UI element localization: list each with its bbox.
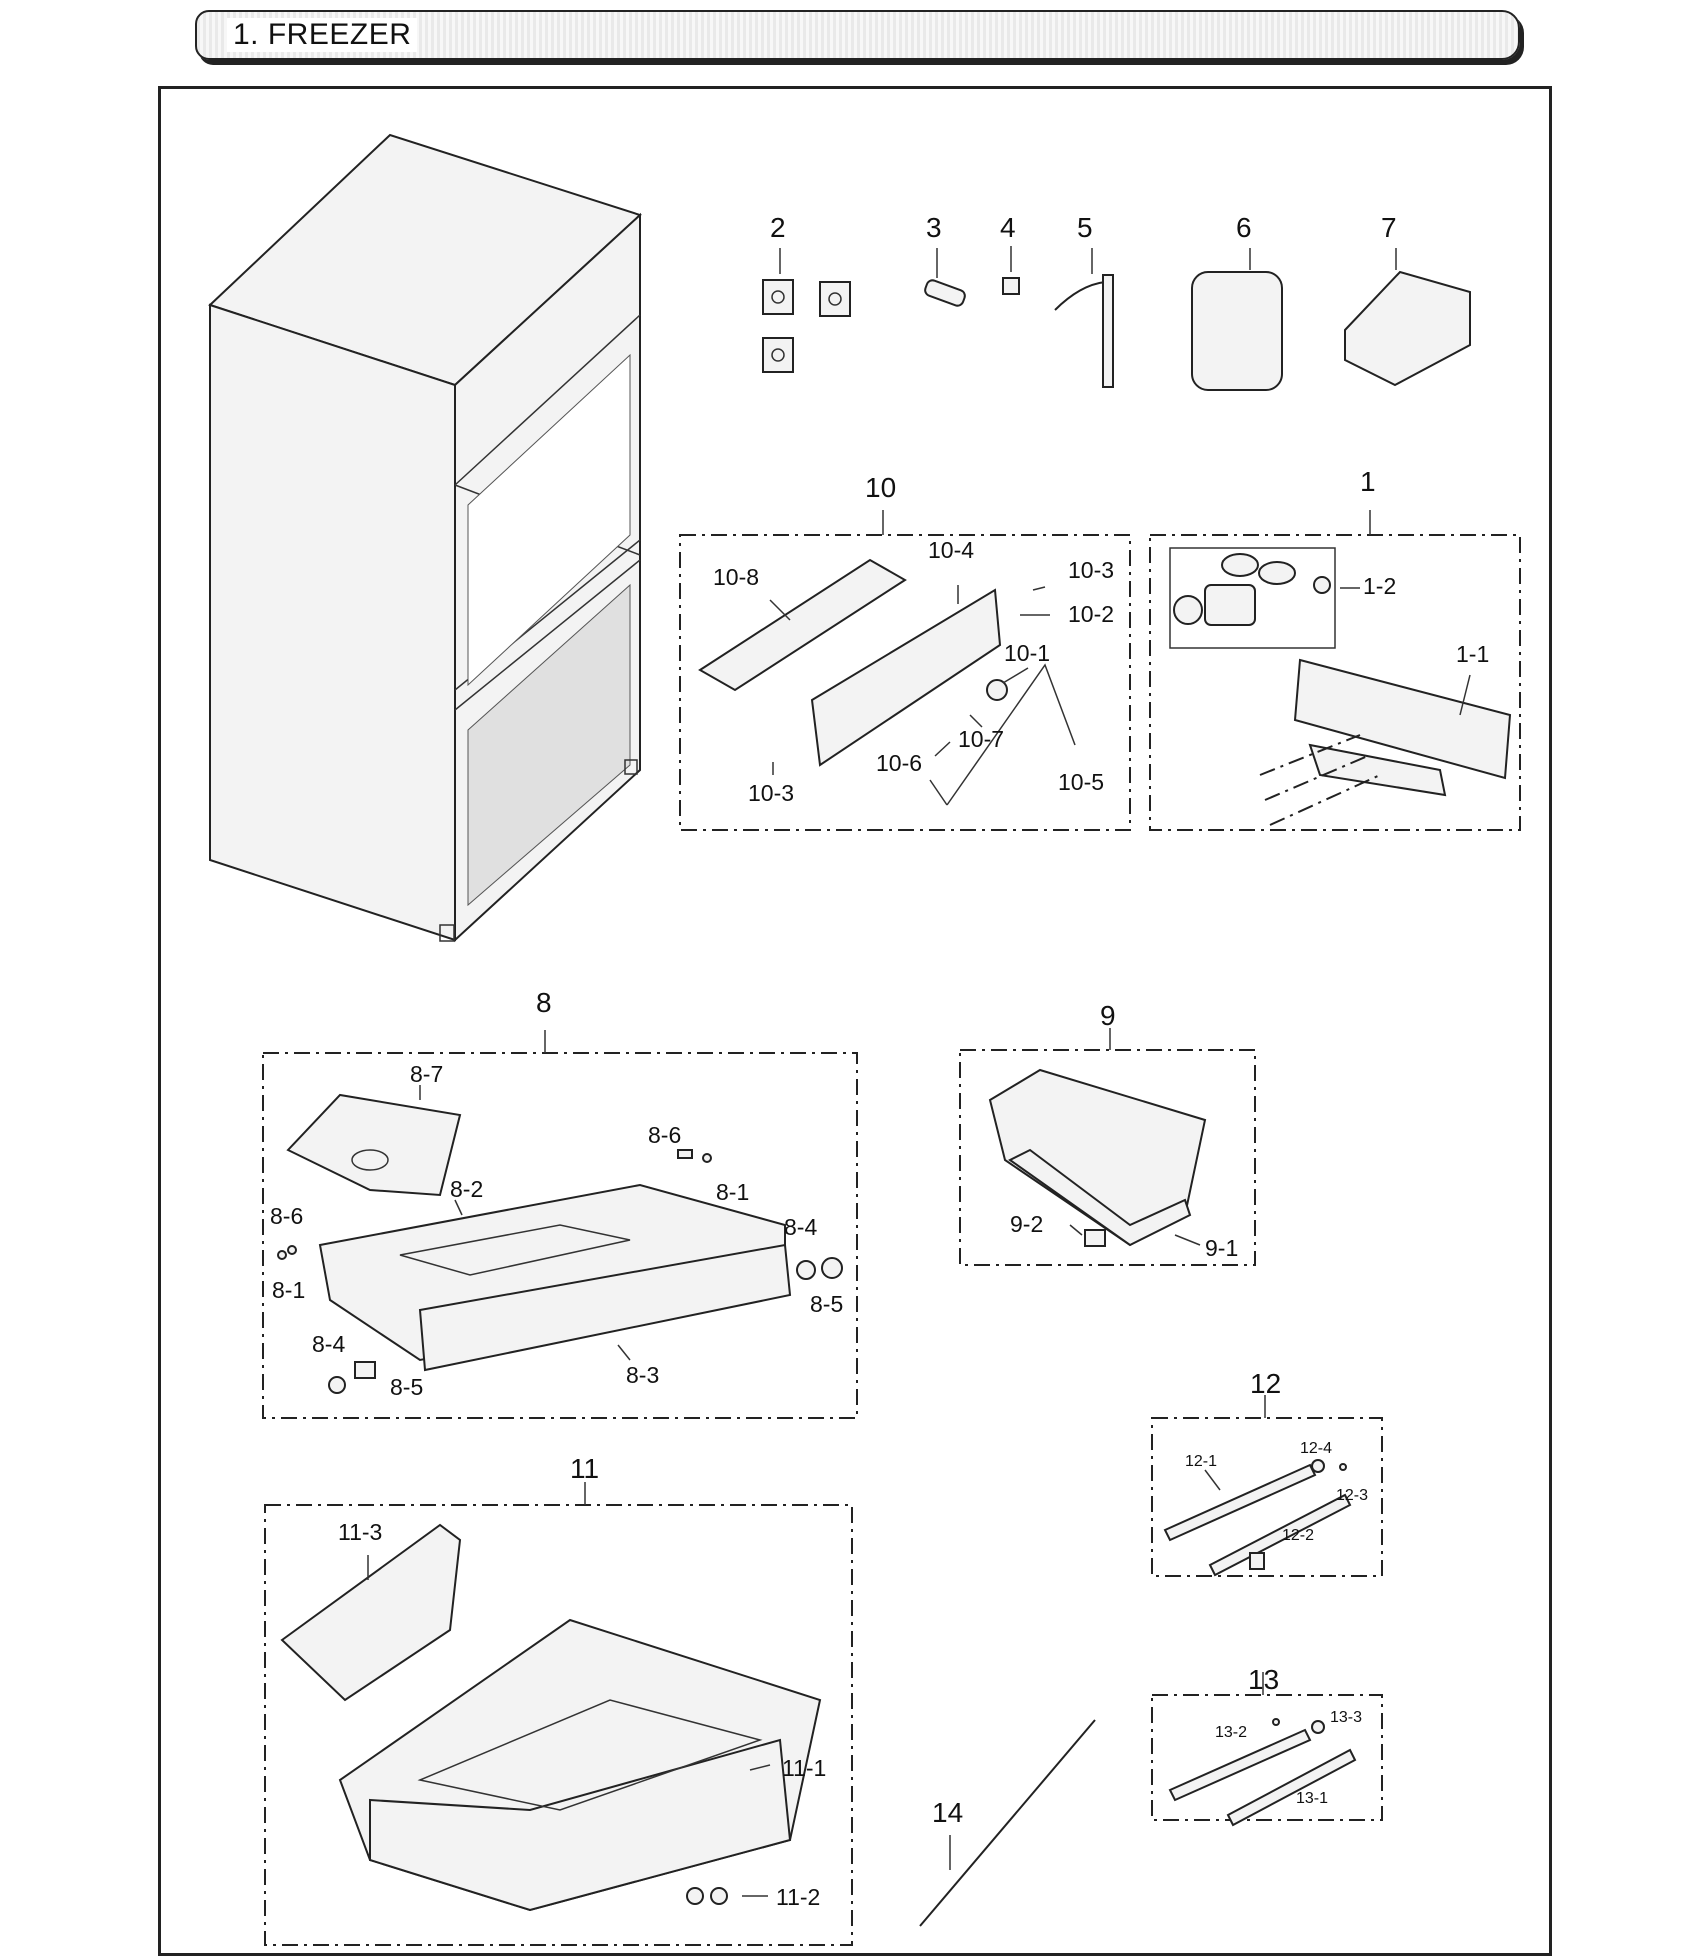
section-header: 1. FREEZER	[195, 10, 1520, 60]
part-14-strip	[919, 1719, 1096, 1927]
callout-10-5: 10-5	[1058, 769, 1104, 795]
callout-11-1: 11-1	[782, 1755, 826, 1781]
callout-8-6-right: 8-6	[648, 1122, 681, 1148]
callout-8-4-right: 8-4	[784, 1214, 817, 1240]
part-4-cap	[1002, 246, 1020, 295]
refrigerator-cabinet	[208, 133, 642, 943]
section-title: 1. FREEZER	[227, 18, 418, 52]
callout-10-3-bottom: 10-3	[748, 780, 794, 806]
callout-8-1-right: 8-1	[716, 1179, 749, 1205]
callout-2: 2	[770, 212, 786, 243]
callout-1: 1	[1360, 466, 1376, 497]
part-2-brackets	[762, 248, 851, 373]
group-13-rail	[1151, 1672, 1383, 1827]
callout-11-2: 11-2	[776, 1884, 820, 1910]
callout-11: 11	[570, 1453, 599, 1484]
callout-8-1-left: 8-1	[272, 1277, 305, 1303]
part-3-sensor	[924, 248, 966, 307]
callout-10-6: 10-6	[876, 750, 922, 776]
callout-10-8: 10-8	[713, 564, 759, 590]
callout-5: 5	[1077, 212, 1093, 243]
callout-10-1: 10-1	[1004, 640, 1050, 666]
callout-10: 10	[865, 472, 896, 503]
callout-1-2: 1-2	[1363, 573, 1396, 599]
part-6-cover	[1191, 248, 1283, 391]
callout-4: 4	[1000, 212, 1016, 243]
callout-10-7: 10-7	[958, 726, 1004, 752]
callout-9-1: 9-1	[1205, 1235, 1238, 1261]
callout-1-1: 1-1	[1456, 641, 1489, 667]
callout-3: 3	[926, 212, 942, 243]
part-5-pipe	[1054, 248, 1114, 388]
group-1-fan-assembly	[1149, 510, 1521, 831]
callout-12-4: 12-4	[1300, 1440, 1332, 1457]
callout-13-2: 13-2	[1215, 1724, 1247, 1741]
callout-8-6-left: 8-6	[270, 1203, 303, 1229]
group-12-rail	[1151, 1395, 1383, 1577]
callout-11-3: 11-3	[338, 1519, 382, 1545]
callout-8-3: 8-3	[626, 1362, 659, 1388]
callout-9-2: 9-2	[1010, 1211, 1043, 1237]
callout-10-4: 10-4	[928, 537, 974, 563]
group-9-ice-maker	[959, 1028, 1256, 1266]
group-8-drawer	[262, 1030, 858, 1419]
callout-labels: 2 3 4 5 6 7 10 1 10-8 10-4 10-3 10-2 10-…	[270, 212, 1489, 1910]
callout-8: 8	[536, 987, 552, 1018]
callout-7: 7	[1381, 212, 1397, 243]
callout-12-2: 12-2	[1282, 1527, 1314, 1544]
callout-12-1: 12-1	[1185, 1453, 1217, 1470]
callout-8-2: 8-2	[450, 1176, 483, 1202]
callout-6: 6	[1236, 212, 1252, 243]
callout-12-3: 12-3	[1336, 1487, 1368, 1504]
callout-9: 9	[1100, 1000, 1116, 1031]
callout-8-7: 8-7	[410, 1061, 443, 1087]
callout-8-5-right: 8-5	[810, 1291, 843, 1317]
callout-13: 13	[1248, 1664, 1279, 1695]
callout-13-3: 13-3	[1330, 1709, 1362, 1726]
callout-8-5-left: 8-5	[390, 1374, 423, 1400]
callout-12: 12	[1250, 1368, 1281, 1399]
callout-10-3-top: 10-3	[1068, 557, 1114, 583]
part-7-damper	[1344, 248, 1471, 387]
group-11-basket	[264, 1482, 853, 1946]
callout-14: 14	[932, 1797, 963, 1828]
callout-13-1: 13-1	[1296, 1790, 1328, 1807]
group-10-evaporator	[679, 510, 1131, 831]
callout-8-4-left: 8-4	[312, 1331, 345, 1357]
callout-10-2: 10-2	[1068, 601, 1114, 627]
